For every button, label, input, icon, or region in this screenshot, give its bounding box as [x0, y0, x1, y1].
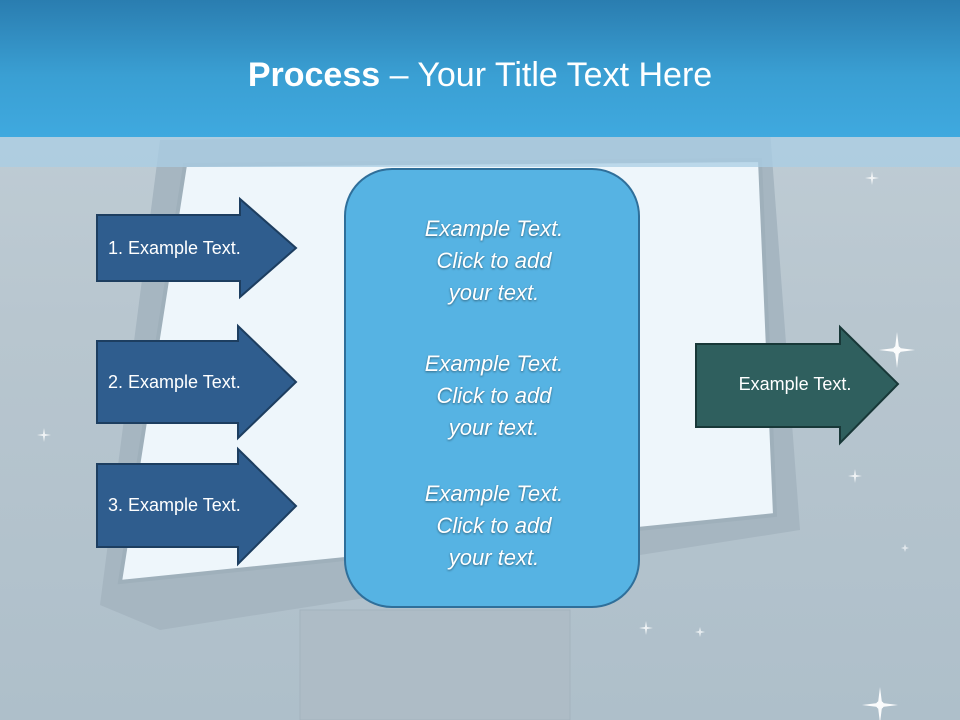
title-bold: Process: [247, 56, 381, 94]
arrow-shape: [96, 196, 298, 300]
sparkle-icons: [37, 171, 915, 720]
title-bar: [0, 0, 960, 137]
left-arrow-3[interactable]: 3. Example Text.: [96, 446, 298, 567]
left-arrow-label: 1. Example Text.: [108, 237, 241, 258]
arrow-shape: [96, 446, 298, 567]
arrow-shape: [695, 324, 900, 446]
left-arrow-1[interactable]: 1. Example Text.: [96, 196, 298, 300]
center-text-item-2: Example Text. Click to add your text.: [424, 351, 564, 440]
right-arrow-label: Example Text.: [738, 373, 852, 394]
slide-title[interactable]: Process – Your Title Text Here: [0, 52, 960, 98]
left-arrow-label: 2. Example Text.: [108, 371, 241, 392]
center-text-item-1: Example Text. Click to add your text.: [424, 216, 564, 305]
right-arrow[interactable]: Example Text.: [695, 324, 900, 446]
left-arrow-label: 3. Example Text.: [108, 494, 241, 515]
center-text-item-3: Example Text. Click to add your text.: [424, 481, 564, 570]
title-band: [0, 137, 960, 167]
title-rest: – Your Title Text Here: [380, 56, 713, 94]
left-arrow-2[interactable]: 2. Example Text.: [96, 323, 298, 441]
arrow-shape: [96, 323, 298, 441]
center-text-box[interactable]: Example Text. Click to add your text. Ex…: [344, 168, 640, 608]
